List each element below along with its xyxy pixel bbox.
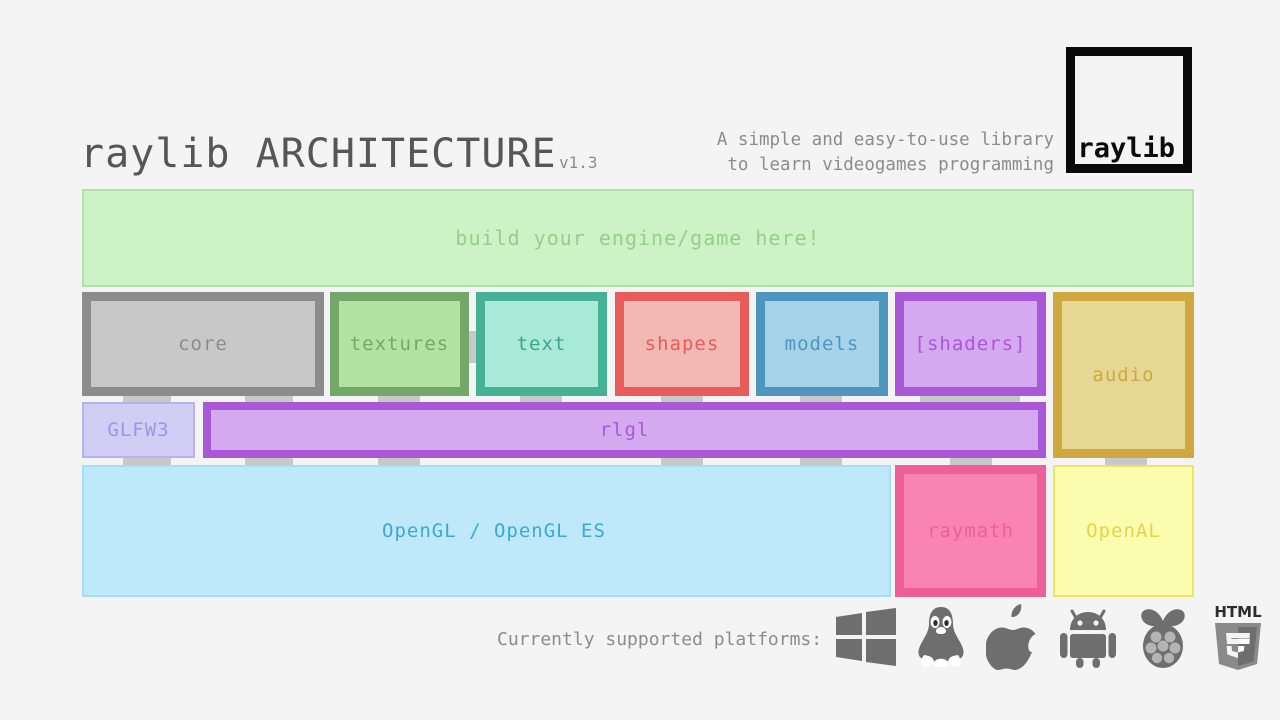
supported-platforms-label: Currently supported platforms:: [497, 629, 823, 650]
backend-rlgl-label: rlgl: [599, 419, 650, 441]
android-icon: [1060, 609, 1116, 668]
tagline-line-1: A simple and easy-to-use library: [716, 130, 1054, 150]
module-shaders-label: [shaders]: [914, 333, 1027, 355]
tagline: A simple and easy-to-use library to lear…: [717, 128, 1054, 178]
raspberry-pi-icon: [1141, 609, 1185, 668]
svg-text:HTML: HTML: [1214, 604, 1262, 621]
build-your-engine-label: build your engine/game here!: [455, 226, 821, 250]
windows-icon: [836, 608, 896, 666]
module-textures-label: textures: [349, 333, 450, 355]
page-title: raylib ARCHITECTURE: [80, 131, 557, 177]
platform-icon-list: HTML: [836, 604, 1266, 670]
module-models[interactable]: models: [756, 292, 888, 396]
lowlevel-opengl[interactable]: OpenGL / OpenGL ES: [82, 465, 891, 597]
title-prefix: raylib: [80, 131, 256, 177]
backend-rlgl[interactable]: rlgl: [203, 402, 1046, 458]
raylib-logo: raylib: [1066, 47, 1192, 173]
module-shapes[interactable]: shapes: [615, 292, 749, 396]
lowlevel-opengl-label: OpenGL / OpenGL ES: [382, 520, 606, 542]
lowlevel-openal[interactable]: OpenAL: [1053, 465, 1194, 597]
module-shapes-label: shapes: [644, 333, 720, 355]
module-core-label: core: [178, 333, 228, 355]
apple-icon: [986, 604, 1036, 670]
module-text[interactable]: text: [476, 292, 607, 396]
module-shaders[interactable]: [shaders]: [895, 292, 1046, 396]
module-core[interactable]: core: [82, 292, 324, 396]
module-text-label: text: [516, 333, 567, 355]
tagline-line-2: to learn videogames programming: [727, 155, 1054, 175]
module-audio[interactable]: audio: [1053, 292, 1194, 458]
linux-tux-icon: [918, 607, 964, 667]
backend-glfw3-label: GLFW3: [107, 419, 170, 441]
module-audio-label: audio: [1092, 364, 1155, 386]
html5-icon: HTML: [1214, 604, 1262, 670]
raylib-logo-text: raylib: [1077, 133, 1175, 164]
backend-glfw3[interactable]: GLFW3: [82, 402, 195, 458]
version-label: v1.3: [559, 153, 598, 172]
lowlevel-raymath[interactable]: raymath: [895, 465, 1046, 597]
module-textures[interactable]: textures: [330, 292, 469, 396]
module-models-label: models: [784, 333, 860, 355]
title-main: ARCHITECTURE: [255, 131, 557, 177]
lowlevel-raymath-label: raymath: [926, 520, 1015, 542]
build-your-engine-band: build your engine/game here!: [82, 189, 1194, 287]
lowlevel-openal-label: OpenAL: [1086, 520, 1161, 542]
